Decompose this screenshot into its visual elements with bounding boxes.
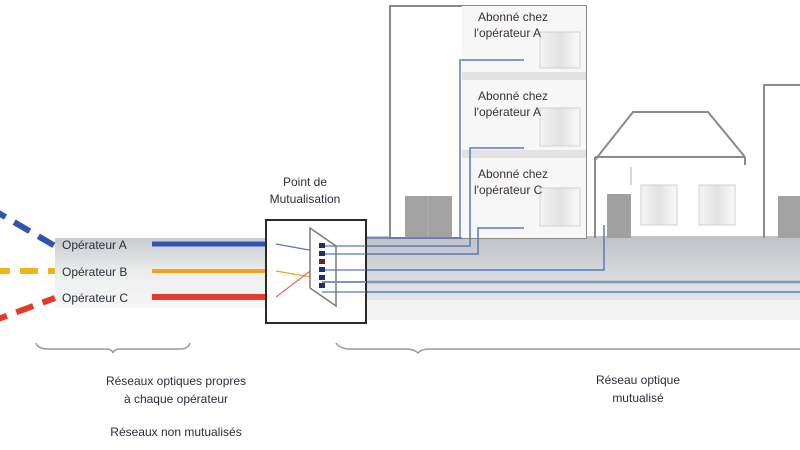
- window: [698, 184, 736, 226]
- pm-label-line2: Mutualisation: [270, 192, 341, 206]
- right-building: [763, 84, 800, 238]
- ground-fade: [360, 300, 800, 320]
- subscriber-2-line1: Abonné chez: [478, 89, 548, 103]
- caption-left-line3: Réseaux non mutualisés: [110, 425, 241, 439]
- fiber-to-floor-1: [322, 59, 524, 239]
- port: [319, 259, 325, 264]
- fiber-to-floor-2: [322, 147, 524, 247]
- port: [319, 275, 325, 280]
- port: [319, 243, 325, 248]
- point-de-mutualisation: [265, 219, 367, 324]
- subscriber-3-line2: l'opérateur C: [474, 183, 543, 197]
- subscriber-1-line2: l'opérateur A: [474, 26, 541, 40]
- door: [607, 194, 631, 238]
- house: [594, 111, 746, 238]
- ground-strip: [360, 236, 800, 306]
- subscriber-1-line1: Abonné chez: [478, 10, 548, 24]
- operator-c-label: Opérateur C: [62, 291, 128, 305]
- fiber-to-house: [322, 225, 605, 271]
- operator-a-label: Opérateur A: [62, 238, 127, 252]
- apartment-building: [389, 5, 587, 239]
- window: [640, 184, 678, 226]
- right-brace: [335, 342, 800, 355]
- subscriber-2-line2: l'opérateur A: [474, 105, 541, 119]
- operator-c-link: [0, 295, 57, 322]
- window: [539, 31, 581, 69]
- fiber-to-floor-3: [322, 227, 524, 255]
- door: [778, 196, 800, 238]
- caption-left-line1: Réseaux optiques propres: [106, 374, 246, 388]
- operator-b-label: Opérateur B: [62, 265, 127, 279]
- shared-fibers: [322, 59, 800, 293]
- port: [319, 267, 325, 272]
- caption-right-line1: Réseau optique: [596, 373, 680, 387]
- window: [539, 107, 581, 147]
- port: [319, 251, 325, 256]
- left-brace: [35, 342, 191, 354]
- port: [319, 283, 325, 288]
- caption-right-line2: mutualisé: [612, 391, 664, 405]
- subscriber-3-line1: Abonné chez: [478, 167, 548, 181]
- operator-dashed-links: [0, 210, 57, 322]
- operator-a-link: [0, 210, 57, 249]
- window: [539, 187, 581, 227]
- pm-label-line1: Point de: [283, 175, 327, 189]
- caption-left-line2: à chaque opérateur: [124, 392, 228, 406]
